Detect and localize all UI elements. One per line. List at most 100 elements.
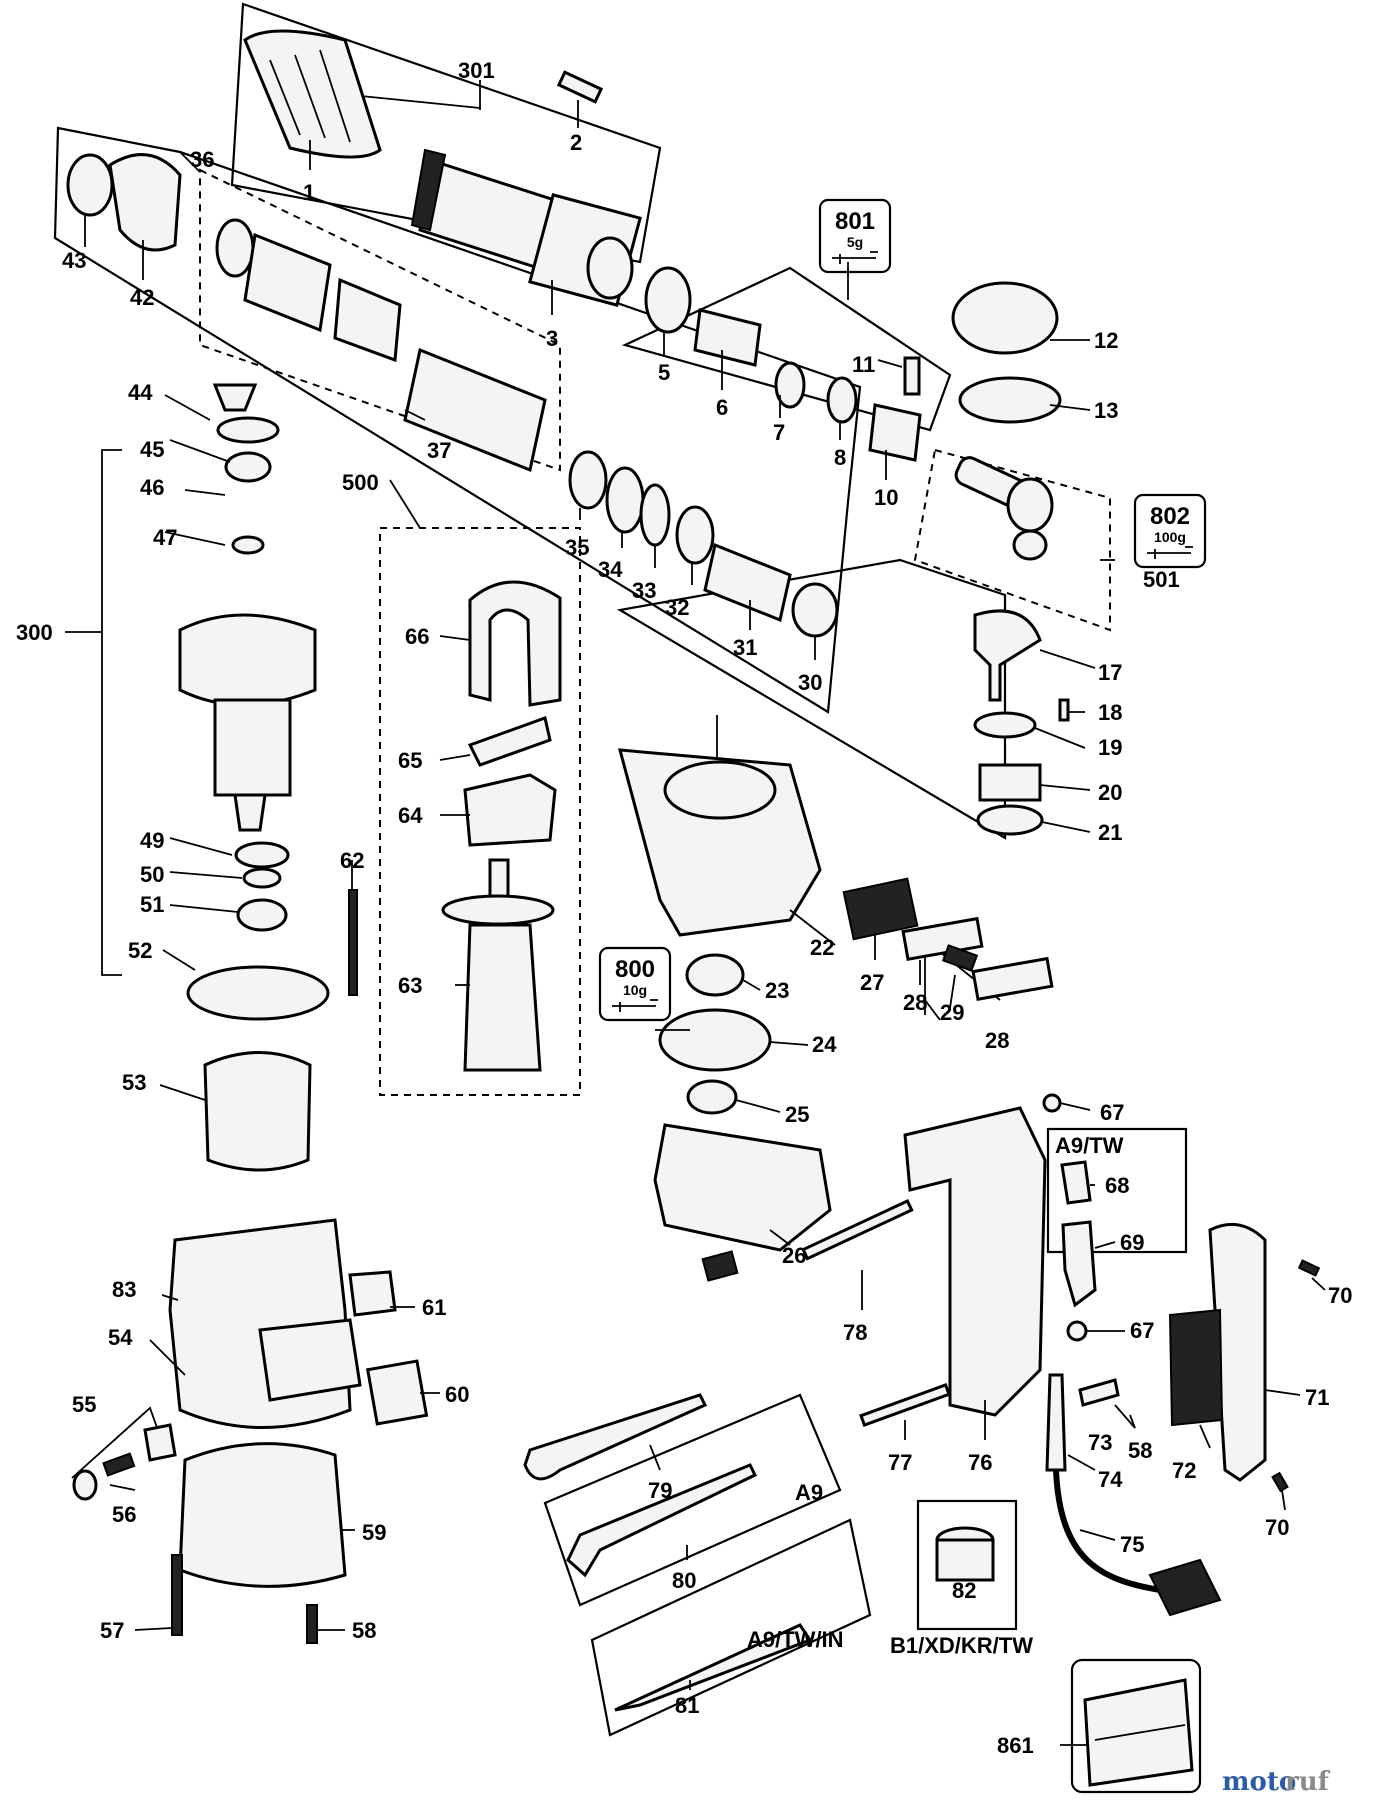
label-67a: 67: [1100, 1100, 1124, 1125]
label-501: 501: [1143, 567, 1180, 592]
variant-labels: A9/TW A9 A9/TW/IN B1/XD/KR/TW: [747, 1133, 1124, 1658]
label-50: 50: [140, 862, 164, 887]
label-27: 27: [860, 970, 884, 995]
part-501-crank: [954, 456, 1054, 561]
label-73: 73: [1088, 1430, 1112, 1455]
label-31: 31: [733, 635, 757, 660]
part-11-pin: [903, 356, 921, 396]
label-70a: 70: [1328, 1283, 1352, 1308]
label-300: 300: [16, 620, 53, 645]
part-13-gasket: [958, 376, 1062, 424]
part-32-bush: [675, 505, 715, 565]
label-22: 22: [810, 935, 834, 960]
label-20: 20: [1098, 780, 1122, 805]
label-1: 1: [303, 180, 315, 205]
label-301: 301: [458, 58, 495, 83]
label-67b: 67: [1130, 1318, 1154, 1343]
part-66-strap: [468, 580, 562, 707]
label-861: 861: [997, 1733, 1034, 1758]
part-8-ring: [826, 376, 858, 424]
label-25: 25: [785, 1102, 809, 1127]
part-18-key: [1058, 698, 1070, 722]
label-74: 74: [1098, 1467, 1123, 1492]
part-10-bearing: [868, 403, 922, 462]
part-31-striker: [703, 542, 792, 623]
part-43-ring: [66, 153, 114, 217]
label-19: 19: [1098, 735, 1122, 760]
variant-a9twin: A9/TW/IN: [747, 1627, 844, 1652]
label-18: 18: [1098, 700, 1122, 725]
label-42: 42: [130, 285, 154, 310]
label-23: 23: [765, 978, 789, 1003]
label-80: 80: [672, 1568, 696, 1593]
part-71-handle-cover: [1208, 1222, 1267, 1482]
label-28a: 28: [903, 990, 927, 1015]
part-5-oring: [644, 266, 692, 334]
part-72-switch: [1168, 1308, 1224, 1427]
svg-text:802: 802: [1150, 503, 1190, 530]
part-73-cable-clamp: [1078, 1378, 1120, 1407]
svg-text:5g: 5g: [847, 234, 863, 250]
part-67-nut-b: [1066, 1320, 1088, 1342]
group-861-box: [1070, 1658, 1202, 1794]
label-44: 44: [128, 380, 153, 405]
part-68-lock: [1060, 1160, 1092, 1205]
label-53: 53: [122, 1070, 146, 1095]
watermark-part-a: moto: [1222, 1767, 1296, 1797]
group-housing-outline: [616, 558, 1007, 840]
part-78-bolt: [801, 1198, 914, 1261]
part-34-ring: [605, 466, 645, 534]
label-6: 6: [716, 395, 728, 420]
label-52: 52: [128, 938, 152, 963]
grease-gun-icon: [612, 999, 658, 1012]
part-60-plate: [365, 1359, 429, 1426]
label-36: 36: [190, 147, 214, 172]
group-b1-box: [916, 1499, 1018, 1631]
group-a9tw-box: [1046, 1127, 1188, 1254]
label-7: 7: [773, 420, 785, 445]
part-57-screw: [171, 1554, 183, 1636]
part-62-screw: [348, 889, 358, 996]
label-77: 77: [888, 1450, 912, 1475]
group-501-outline: [913, 448, 1111, 632]
lubricant-box-801: 801 5g: [818, 198, 892, 274]
part-12-cap: [951, 281, 1059, 355]
label-81: 81: [675, 1693, 699, 1718]
label-83: 83: [112, 1277, 136, 1302]
label-66: 66: [405, 624, 429, 649]
part-52-baffle: [186, 965, 330, 1021]
part-6-piston: [693, 308, 762, 367]
part-67-nut-a: [1042, 1093, 1062, 1113]
part-24-gear: [658, 1008, 772, 1072]
label-46: 46: [140, 475, 164, 500]
label-61: 61: [422, 1295, 446, 1320]
part-65-clamp: [467, 716, 552, 767]
part-30-washer: [791, 582, 839, 638]
grease-gun-icon: [1147, 546, 1193, 559]
label-8: 8: [834, 445, 846, 470]
label-82: 82: [952, 1578, 976, 1603]
label-30: 30: [798, 670, 822, 695]
group-a9twin-outline: [590, 1518, 872, 1737]
label-76: 76: [968, 1450, 992, 1475]
part-19-clip: [973, 711, 1037, 739]
part-70-screw-a: [1297, 1259, 1321, 1277]
group-301-outline: [230, 2, 662, 264]
label-26: 26: [782, 1243, 806, 1268]
label-32: 32: [665, 595, 689, 620]
part-79-wrench: [523, 1393, 708, 1481]
label-3: 3: [546, 326, 558, 351]
label-55: 55: [72, 1392, 96, 1417]
label-60: 60: [445, 1382, 469, 1407]
label-2: 2: [570, 130, 582, 155]
part-76-rear-handle: [903, 1106, 1047, 1417]
variant-b1: B1/XD/KR/TW: [890, 1633, 1033, 1658]
label-24: 24: [812, 1032, 837, 1057]
svg-text:10g: 10g: [623, 982, 647, 998]
label-70b: 70: [1265, 1515, 1289, 1540]
part-21-washer: [976, 804, 1044, 836]
part-2-screw: [556, 70, 604, 104]
part-69-trigger: [1061, 1220, 1097, 1308]
label-12: 12: [1094, 328, 1118, 353]
part-75-cable: [1053, 1469, 1161, 1593]
